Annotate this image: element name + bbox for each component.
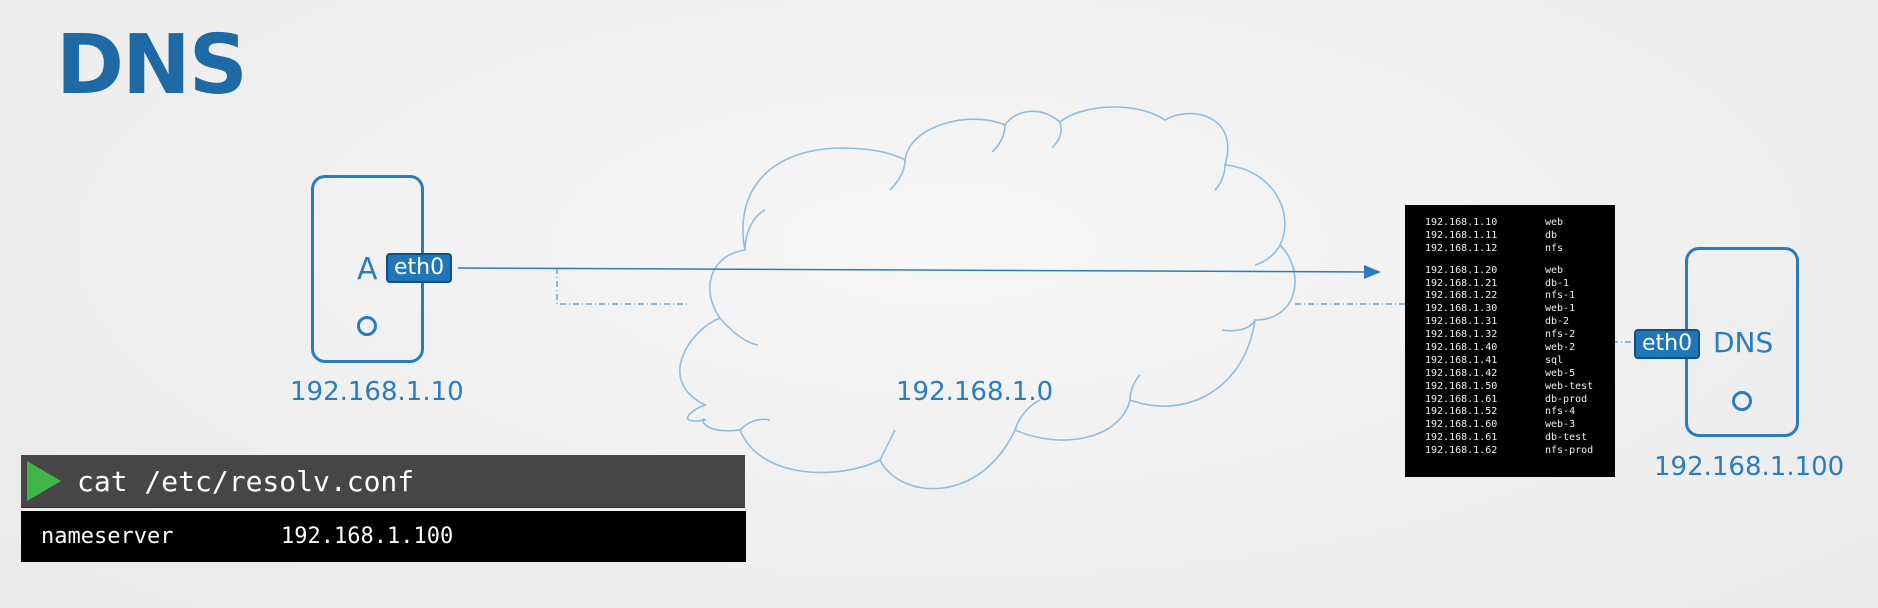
hosts-table-ip: 192.168.1.30 [1425, 303, 1498, 315]
host-a-power-led-icon [357, 316, 377, 336]
hosts-table-ip: 192.168.1.50 [1425, 380, 1498, 392]
terminal-output-value: 192.168.1.100 [281, 524, 454, 549]
request-arrow-line [457, 267, 1373, 273]
hosts-table-name: nfs-2 [1545, 329, 1576, 341]
hosts-table-name: db [1545, 229, 1558, 241]
hosts-table-row: 192.168.1.21 db-1 [1425, 278, 1615, 291]
network-cloud [679, 106, 1296, 490]
hosts-table-row: 192.168.1.40 web-2 [1425, 342, 1615, 355]
hosts-table-row: 192.168.1.22 nfs-1 [1425, 290, 1615, 303]
hosts-table-ip: 192.168.1.62 [1425, 445, 1498, 457]
hosts-table-row: 192.168.1.62 nfs-prod [1425, 445, 1615, 458]
hosts-table-ip: 192.168.1.12 [1425, 242, 1498, 254]
host-a-ip: 192.168.1.10 [290, 377, 464, 407]
hosts-table-name: web-3 [1545, 419, 1576, 431]
hosts-table-name: web-5 [1545, 367, 1576, 379]
request-arrowhead [1364, 265, 1381, 279]
hosts-table-name: db-prod [1545, 393, 1588, 405]
hosts-table-name: web [1545, 217, 1564, 228]
hosts-table-ip: 192.168.1.61 [1425, 393, 1498, 405]
hosts-table-ip: 192.168.1.40 [1425, 342, 1498, 354]
dns-server-power-led-icon [1732, 391, 1752, 411]
hosts-table-ip: 192.168.1.32 [1425, 329, 1498, 341]
route-line [556, 268, 1635, 343]
hosts-table-ip: 192.168.1.52 [1425, 406, 1498, 418]
hosts-table-ip: 192.168.1.20 [1425, 264, 1498, 276]
hosts-table-ip: 192.168.1.61 [1425, 432, 1498, 444]
hosts-table-row: 192.168.1.61 db-test [1425, 432, 1615, 445]
terminal-output: nameserver 192.168.1.100 [21, 511, 746, 562]
terminal-command-bar: cat /etc/resolv.conf [21, 455, 745, 508]
hosts-table-name: web-test [1545, 380, 1594, 392]
hosts-table-row: 192.168.1.50 web-test [1425, 381, 1615, 394]
dns-server-label: DNS [1713, 326, 1774, 359]
hosts-table-name: sql [1545, 354, 1564, 366]
hosts-table-row: 192.168.1.32 nfs-2 [1425, 329, 1615, 342]
dns-server-ip: 192.168.1.100 [1654, 452, 1845, 482]
hosts-table-name: nfs-prod [1545, 445, 1594, 457]
hosts-table-name: db-test [1545, 432, 1588, 444]
hosts-table-row: 192.168.1.31 db-2 [1425, 316, 1615, 329]
hosts-table-ip: 192.168.1.10 [1425, 217, 1498, 228]
hosts-table-name: db-1 [1545, 277, 1570, 289]
hosts-table-row: 192.168.1.52 nfs-4 [1425, 406, 1615, 419]
terminal-output-key: nameserver [41, 524, 174, 549]
hosts-table-row: 192.168.1.61 db-prod [1425, 394, 1615, 407]
hosts-table-row: 192.168.1.60 web-3 [1425, 419, 1615, 432]
prompt-play-icon [27, 461, 61, 501]
hosts-table-name: web-2 [1545, 342, 1576, 354]
hosts-table-name: db-2 [1545, 316, 1570, 328]
hosts-table-name: nfs-1 [1545, 290, 1576, 302]
hosts-table-name: web [1545, 264, 1564, 276]
hosts-table-row: 192.168.1.11 db [1425, 230, 1615, 243]
hosts-table-ip: 192.168.1.60 [1425, 419, 1498, 431]
hosts-table-row: 192.168.1.12 nfs [1425, 243, 1615, 256]
hosts-table-name: web-1 [1545, 303, 1576, 315]
dns-server-eth0-badge: eth0 [1634, 329, 1701, 359]
hosts-table-ip: 192.168.1.42 [1425, 367, 1498, 379]
host-a-label: A [357, 252, 378, 287]
hosts-table-row: 192.168.1.10 web [1425, 217, 1615, 230]
hosts-table-name: nfs [1545, 242, 1564, 254]
hosts-table-row: 192.168.1.41 sql [1425, 355, 1615, 368]
hosts-table-row: 192.168.1.30 web-1 [1425, 303, 1615, 316]
hosts-table-ip: 192.168.1.11 [1425, 229, 1498, 241]
page-title: DNS [56, 18, 248, 113]
hosts-table-ip: 192.168.1.22 [1425, 290, 1498, 302]
hosts-table-row: 192.168.1.42 web-5 [1425, 368, 1615, 381]
host-a-eth0-badge: eth0 [386, 253, 453, 283]
hosts-table-ip: 192.168.1.41 [1425, 354, 1498, 366]
hosts-table-ip: 192.168.1.21 [1425, 277, 1498, 289]
hosts-table-row: 192.168.1.20 web [1425, 265, 1615, 278]
terminal-command: cat /etc/resolv.conf [77, 465, 415, 498]
hosts-table-name: nfs-4 [1545, 406, 1576, 418]
network-subnet-label: 192.168.1.0 [896, 377, 1054, 407]
hosts-table-ip: 192.168.1.31 [1425, 316, 1498, 328]
